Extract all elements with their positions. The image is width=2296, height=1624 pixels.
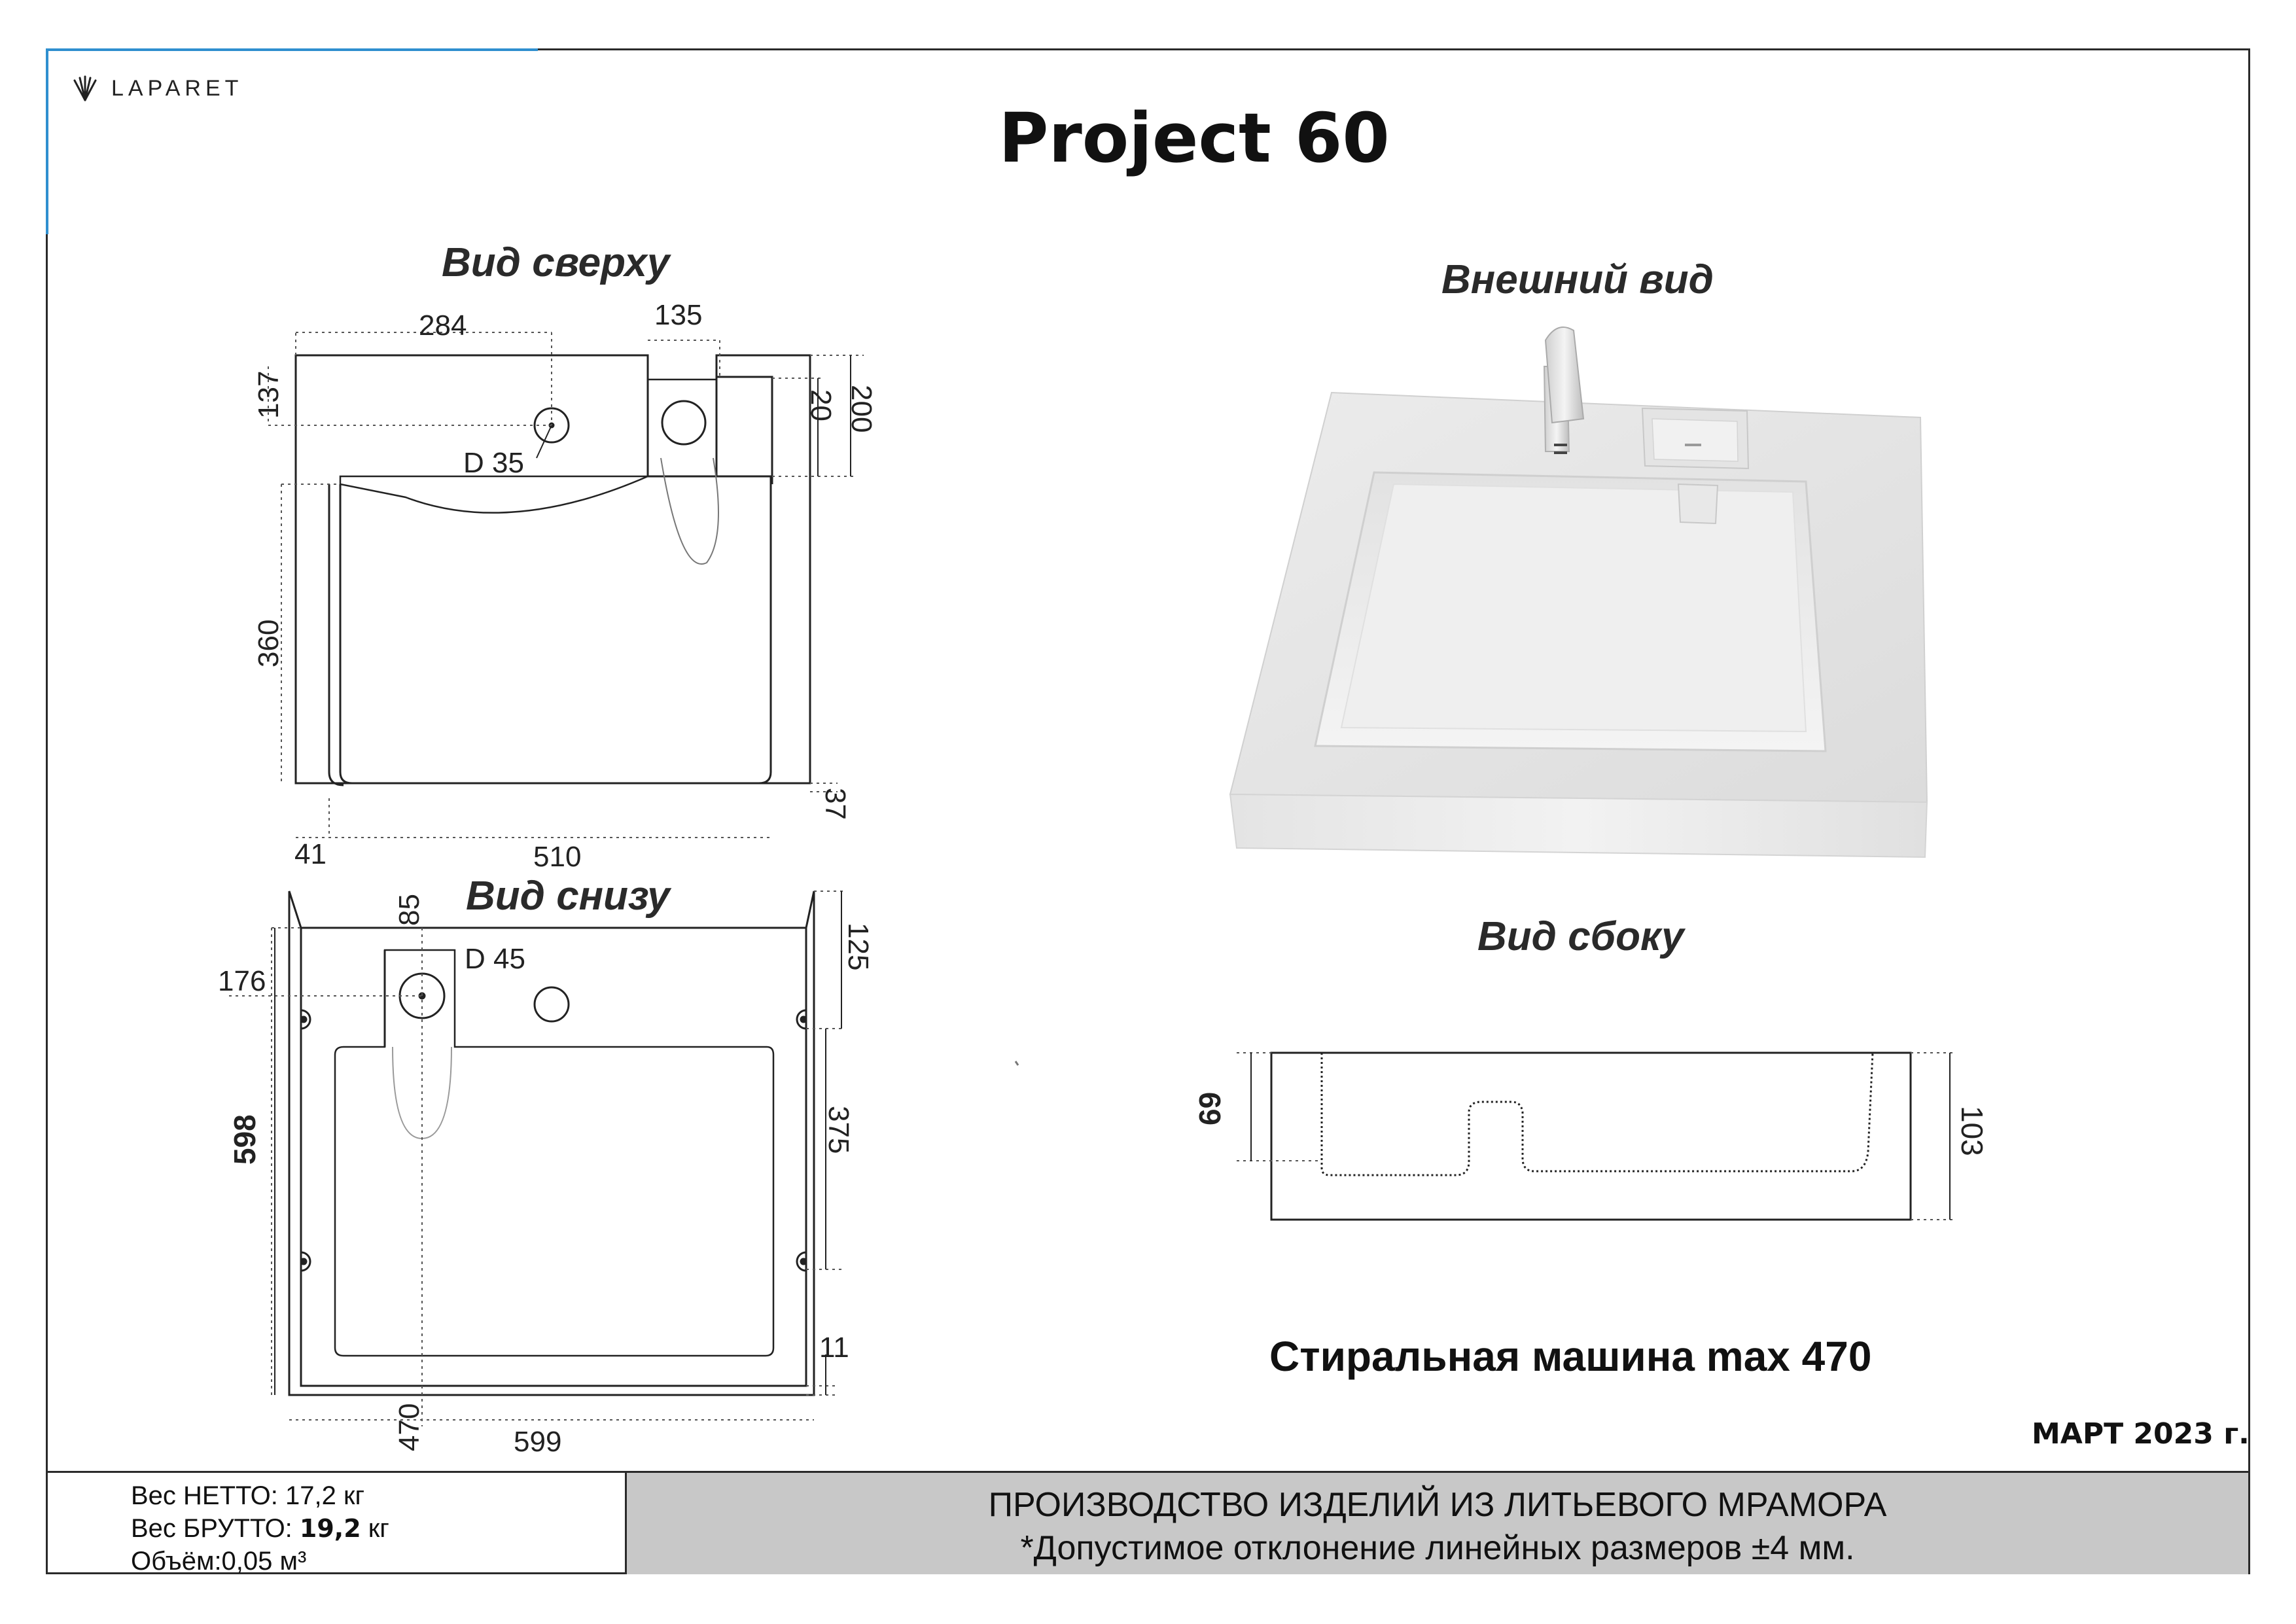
dim-135: 135: [654, 299, 702, 331]
bottom-view-drawing: [229, 891, 844, 1426]
dim-85: 85: [393, 894, 425, 926]
brand-logo: LAPARET: [71, 72, 243, 105]
dim-284: 284: [419, 309, 467, 342]
top-view-drawing: [268, 332, 864, 838]
footer-block: Вес НЕТТО: 17,2 кг Вес БРУТТО: 19,2 кг О…: [46, 1471, 2250, 1576]
brand-name: LAPARET: [111, 75, 243, 101]
dim-470: 470: [393, 1403, 425, 1451]
production-title: ПРОИЗВОДСТВО ИЗДЕЛИЙ ИЗ ЛИТЬЕВОГО МРАМОР…: [988, 1486, 1887, 1524]
dim-360: 360: [253, 620, 285, 667]
revision-date: МАРТ 2023 г.: [2032, 1417, 2250, 1451]
dim-200: 200: [845, 385, 877, 432]
gross-weight-value: 19,2: [299, 1514, 361, 1543]
shell-logo-icon: [73, 75, 97, 101]
hole-d35-label: D 35: [463, 447, 524, 479]
frame-accent-left: [46, 48, 48, 234]
washing-machine-note: Стиральная машина max 470: [1269, 1333, 1872, 1380]
dim-41: 41: [294, 838, 327, 870]
dim-137: 137: [253, 371, 285, 419]
sink-render: [1229, 327, 1928, 858]
side-view-drawing: [1014, 1051, 1956, 1221]
dim-598: 598: [228, 1114, 262, 1165]
net-weight: Вес НЕТТО: 17,2 кг: [131, 1481, 365, 1510]
weights-panel: Вес НЕТТО: 17,2 кг Вес БРУТТО: 19,2 кг О…: [46, 1473, 627, 1576]
side-view-title: Вид сбоку: [1477, 914, 1684, 959]
frame-accent-top: [46, 48, 538, 51]
dim-20: 20: [805, 389, 837, 421]
dim-125: 125: [842, 923, 874, 970]
dim-375: 375: [822, 1106, 855, 1154]
dim-37: 37: [819, 788, 851, 820]
production-note-box: ПРОИЗВОДСТВО ИЗДЕЛИЙ ИЗ ЛИТЬЕВОГО МРАМОР…: [627, 1473, 2248, 1574]
dim-599: 599: [514, 1426, 561, 1458]
volume: Объём:0,05 м³: [131, 1547, 307, 1576]
dim-69: 69: [1193, 1092, 1227, 1125]
page-title: Project 60: [998, 98, 1390, 178]
dim-11: 11: [819, 1332, 849, 1364]
gross-weight: Вес БРУТТО: 19,2 кг: [131, 1514, 389, 1543]
dim-176: 176: [218, 965, 266, 997]
dim-510: 510: [533, 841, 581, 873]
hole-d45-label: D 45: [465, 943, 525, 975]
exterior-view-title: Внешний вид: [1441, 257, 1714, 302]
bottom-view-title: Вид снизу: [466, 874, 670, 919]
top-view-title: Вид сверху: [442, 240, 670, 285]
tolerance-note: *Допустимое отклонение линейных размеров…: [1020, 1529, 1855, 1567]
dim-103: 103: [1955, 1106, 1989, 1156]
